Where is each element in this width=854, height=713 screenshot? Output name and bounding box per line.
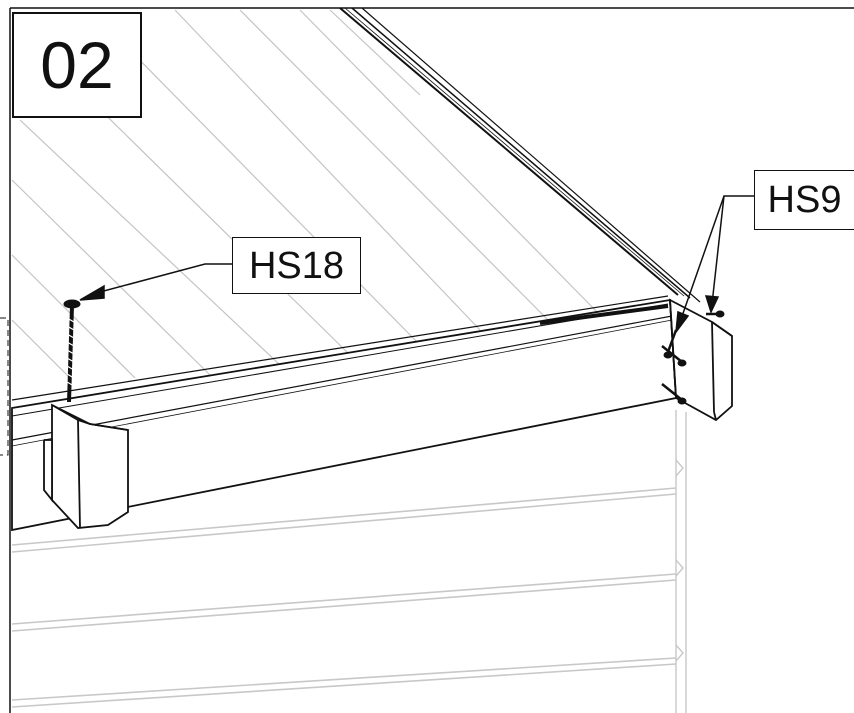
detail-marker-dashed <box>0 317 9 456</box>
corner-end-block <box>669 298 733 422</box>
roof-edge-trim <box>339 7 701 303</box>
hs9-leader <box>674 195 754 335</box>
hs18-screw <box>63 299 81 403</box>
callout-hs9: HS9 <box>754 170 854 230</box>
step-number-label: 02 <box>12 12 142 118</box>
left-corner-block <box>43 403 129 529</box>
hs9-screws <box>661 310 725 405</box>
callout-hs18: HS18 <box>232 237 361 294</box>
wall-cladding-boards <box>11 487 677 708</box>
wall-corner <box>675 410 687 713</box>
hs18-leader <box>79 263 232 301</box>
